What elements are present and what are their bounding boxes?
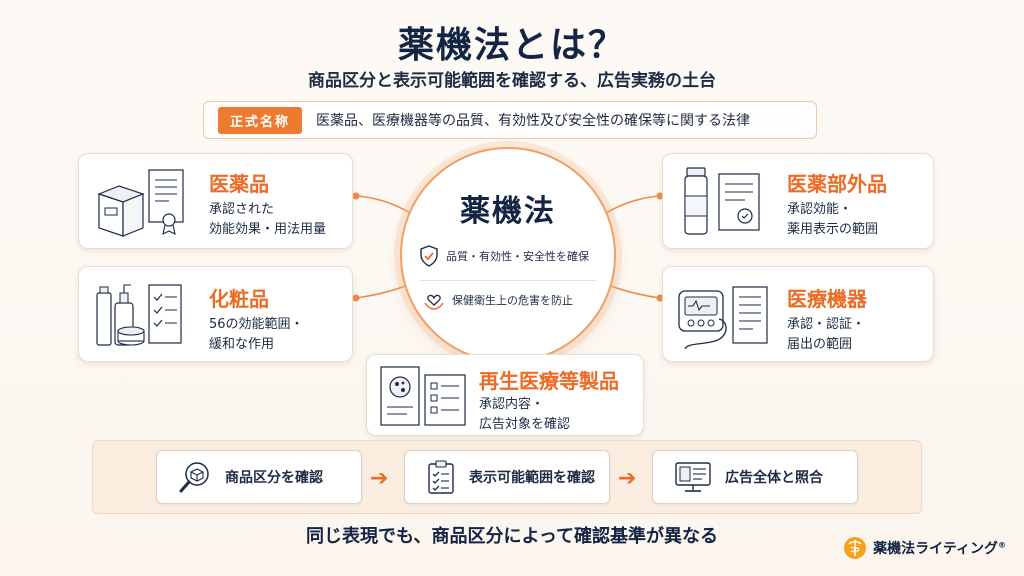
cell-document-icon [380, 366, 466, 426]
connector-dot [352, 192, 360, 200]
connector-quasi-drugs [605, 195, 661, 214]
brand-logo: 薬機法ライティング® [843, 536, 1006, 560]
flow-arrow-icon: ➔ [618, 466, 637, 491]
connector-cosmetics [355, 284, 409, 299]
card-regenerative-desc: 承認内容・ 広告対象を確認 [479, 395, 570, 435]
magnifier-box-icon [179, 462, 209, 493]
brand-registered-mark: ® [998, 540, 1006, 550]
card-quasi-drugs-desc: 承認効能・ 薬用表示の範囲 [787, 200, 878, 240]
connector-drugs [355, 195, 411, 214]
card-cosmetics-desc-line1: 56の効能範囲・ [209, 317, 304, 332]
card-quasi-drugs-desc-line1: 承認効能・ [787, 202, 853, 217]
card-devices-desc-line2: 届出の範囲 [787, 337, 853, 352]
shield-check-icon [420, 245, 438, 267]
card-cosmetics-title: 化粧品 [209, 287, 269, 311]
card-devices-desc-line1: 承認・認証・ [787, 317, 866, 332]
flow-step-compare: 広告全体と照合 [652, 450, 858, 504]
card-regenerative-desc-line2: 広告対象を確認 [479, 417, 571, 432]
clipboard-check-icon [428, 460, 454, 494]
heart-hands-icon [424, 294, 444, 310]
flow-step-range-label: 表示可能範囲を確認 [469, 470, 595, 486]
card-devices: 医療機器 承認・認証・ 届出の範囲 [662, 266, 934, 362]
card-cosmetics-desc: 56の効能範囲・ 緩和な作用 [209, 315, 304, 355]
card-drugs-desc-line1: 承認された [209, 202, 275, 217]
card-quasi-drugs-title: 医薬部外品 [787, 172, 887, 196]
flow-arrow-icon: ➔ [370, 466, 389, 491]
flow-step-category: 商品区分を確認 [156, 450, 362, 504]
blood-pressure-monitor-icon [678, 286, 768, 350]
card-regenerative-desc-line1: 承認内容・ [479, 397, 545, 412]
footer-message: 同じ表現でも、商品区分によって確認基準が異なる [305, 526, 719, 547]
card-cosmetics: 化粧品 56の効能範囲・ 緩和な作用 [78, 266, 353, 362]
medicine-box-document-icon [97, 169, 184, 237]
card-drugs: 医薬品 承認された 効能効果・用法用量 [78, 153, 353, 249]
card-devices-title: 医療機器 [787, 287, 867, 311]
page-subtitle: 商品区分と表示可能範囲を確認する、広告実務の土台 [308, 71, 716, 91]
hub-item-harm: 保健衛生上の危害を防止 [422, 288, 573, 312]
card-drugs-title: 医薬品 [209, 172, 269, 196]
hub-item-quality-label: 品質・有効性・安全性を確保 [446, 250, 589, 263]
card-drugs-desc-line2: 効能効果・用法用量 [209, 222, 327, 237]
hub-item-quality: 品質・有効性・安全性を確保 [418, 244, 589, 268]
cosmetics-bottles-icon [96, 284, 182, 346]
card-devices-desc: 承認・認証・ 届出の範囲 [787, 315, 865, 355]
connector-devices [607, 284, 661, 299]
card-regenerative-title: 再生医療等製品 [479, 369, 619, 393]
caduceus-logo-icon [844, 537, 867, 559]
card-drugs-desc: 承認された 効能効果・用法用量 [209, 200, 326, 240]
brand-name: 薬機法ライティング® [873, 538, 1006, 558]
card-quasi-drugs-desc-line2: 薬用表示の範囲 [787, 222, 879, 237]
formal-name-text: 医薬品、医療機器等の品質、有効性及び安全性の確保等に関する法律 [316, 113, 751, 129]
connector-dot [656, 294, 664, 302]
formal-name-badge: 正式名称 [218, 106, 303, 134]
brand-name-text: 薬機法ライティング [873, 541, 998, 557]
page-title: 薬機法とは？ [397, 25, 626, 66]
card-quasi-drugs: 医薬部外品 承認効能・ 薬用表示の範囲 [662, 153, 934, 249]
flow-step-compare-label: 広告全体と照合 [725, 470, 823, 486]
connector-dot [656, 192, 664, 200]
hub-title: 薬機法 [460, 194, 556, 229]
formal-name-box: 正式名称 医薬品、医療機器等の品質、有効性及び安全性の確保等に関する法律 [203, 101, 817, 139]
card-cosmetics-desc-line2: 緩和な作用 [209, 337, 275, 352]
flow-step-category-label: 商品区分を確認 [225, 470, 323, 486]
connector-dot [352, 294, 360, 302]
hub-item-harm-label: 保健衛生上の危害を防止 [452, 294, 573, 307]
bottle-certificate-icon [684, 167, 760, 235]
flow-step-range: 表示可能範囲を確認 [404, 450, 610, 504]
card-regenerative: 再生医療等製品 承認内容・ 広告対象を確認 [366, 354, 644, 436]
hub-divider [420, 280, 596, 281]
monitor-ad-icon [675, 462, 711, 492]
